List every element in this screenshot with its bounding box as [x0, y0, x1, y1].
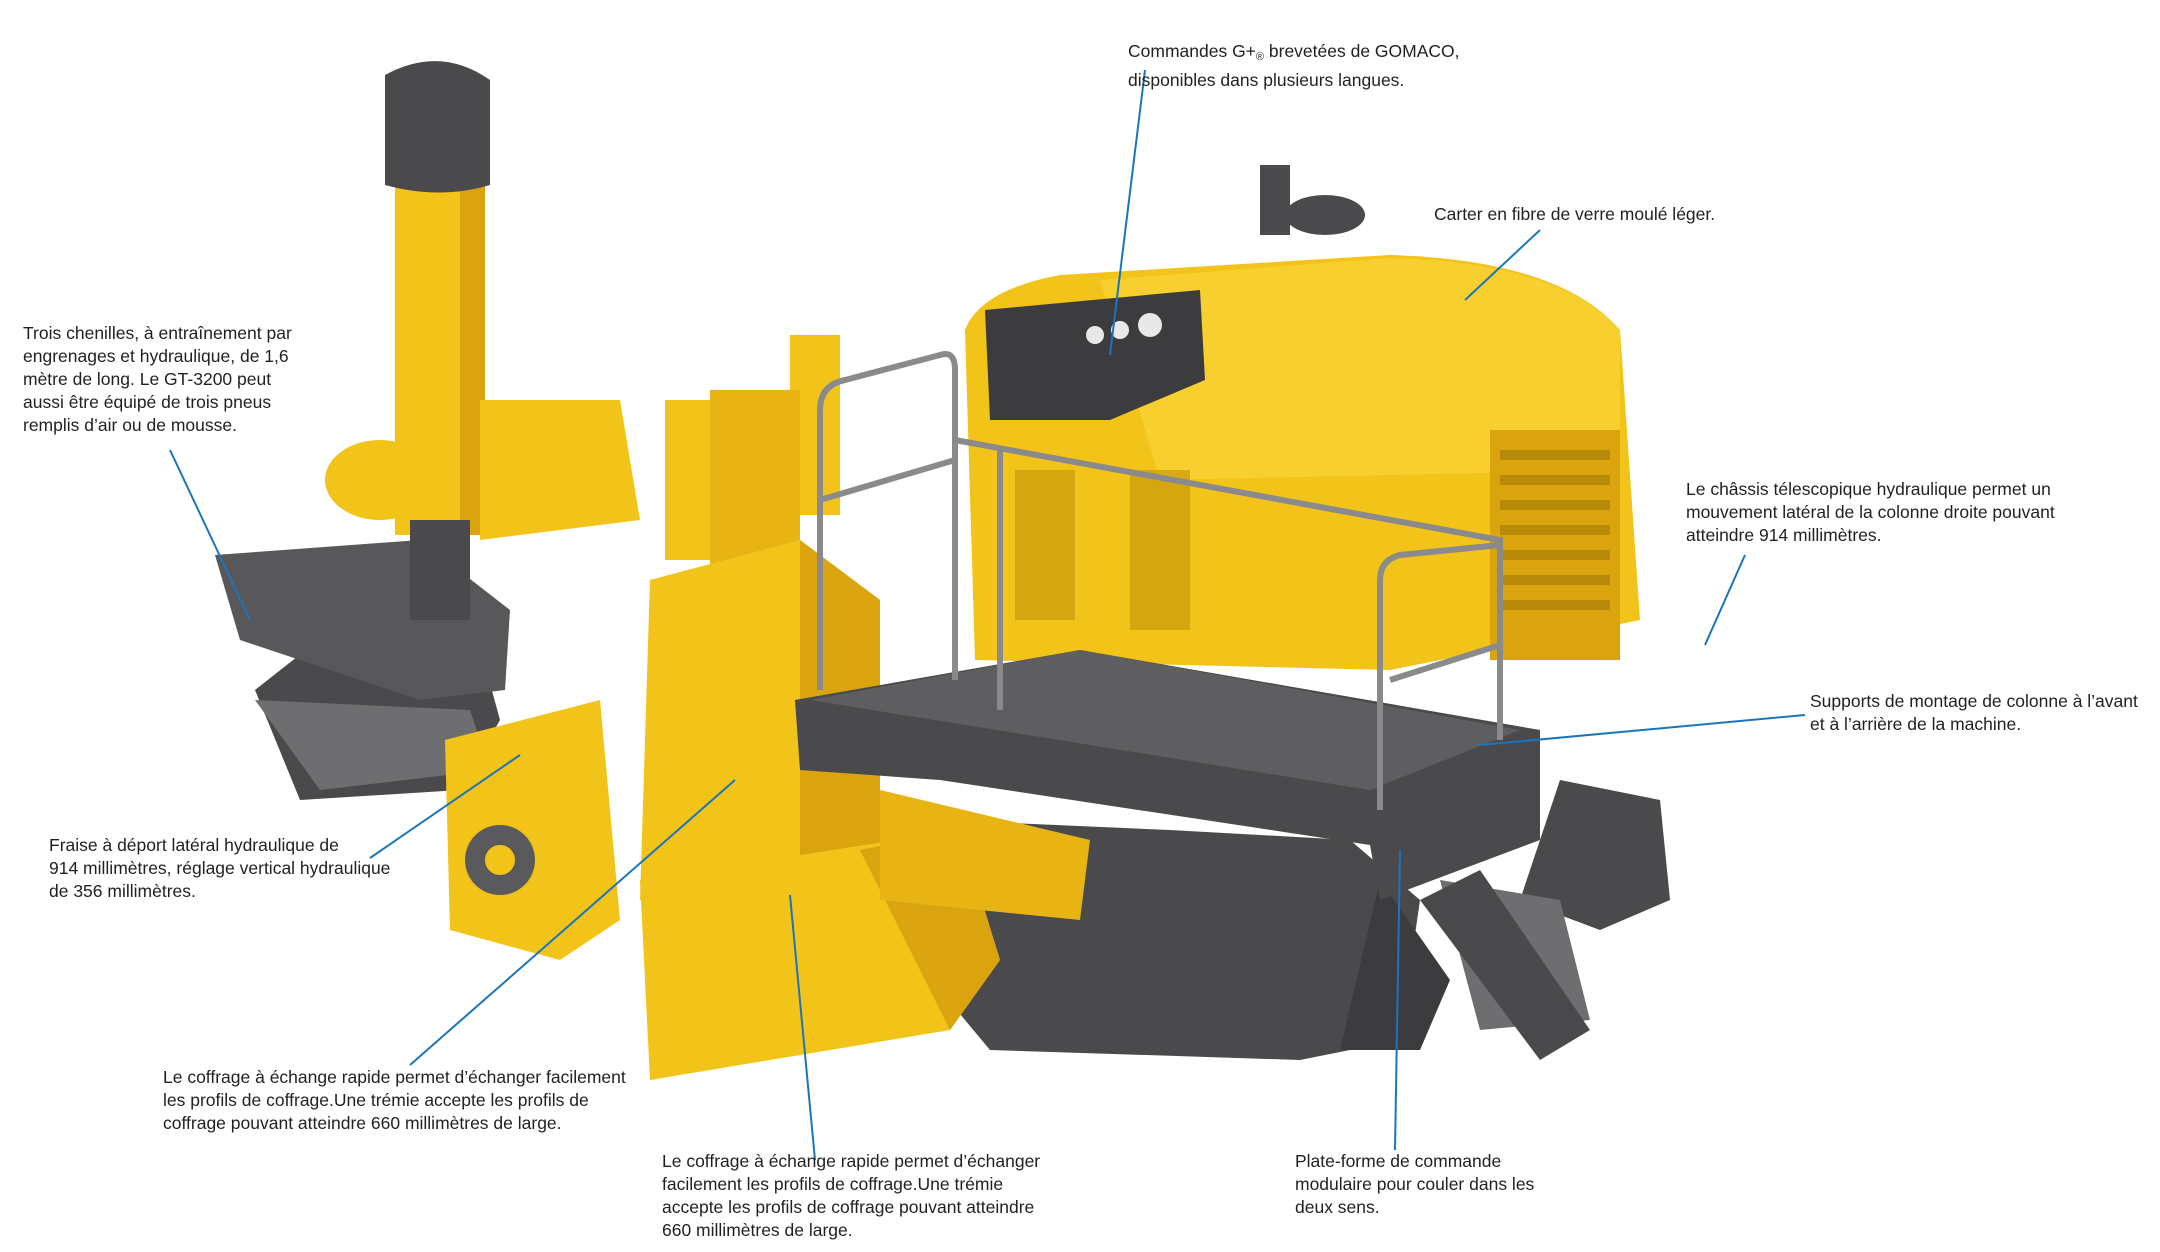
- callout-gplus-line2: disponibles dans plusieurs langues.: [1128, 70, 1405, 90]
- callout-coffrage-left: Le coffrage à échange rapide permet d’éc…: [163, 1067, 626, 1133]
- callout-supports: Supports de montage de colonne à l’avant…: [1810, 691, 2138, 734]
- callout-carter: Carter en fibre de verre moulé léger.: [1434, 204, 1716, 224]
- callout-plateforme: Plate-forme de commande modulaire pour c…: [1295, 1151, 1535, 1217]
- trimmer-assembly: [445, 700, 620, 960]
- platform-railing: [817, 351, 1503, 810]
- callout-chassis: Le châssis télescopique hydraulique perm…: [1686, 479, 2055, 545]
- operator-platform: [795, 351, 1590, 1060]
- exhaust-stack: [1260, 165, 1290, 235]
- callout-gplus-sub: ®: [1255, 51, 1265, 63]
- engine-housing: [965, 255, 1640, 670]
- left-column: [325, 61, 640, 620]
- callout-gplus-title-post: brevetées de GOMACO,: [1264, 41, 1460, 61]
- callout-gplus-controls: Commandes G+® brevetées de GOMACO, dispo…: [1128, 40, 1460, 92]
- callout-fraise: Fraise à déport latéral hydraulique de 9…: [49, 835, 391, 901]
- engine-grille: [1500, 450, 1610, 610]
- air-intake-cap: [1285, 195, 1365, 235]
- callout-coffrage-center: Le coffrage à échange rapide permet d’éc…: [662, 1151, 1041, 1240]
- access-ladder: [1420, 870, 1590, 1060]
- callout-gplus-title-pre: Commandes G+: [1128, 41, 1256, 61]
- callout-chenilles: Trois chenilles, à entraînement par engr…: [23, 323, 292, 435]
